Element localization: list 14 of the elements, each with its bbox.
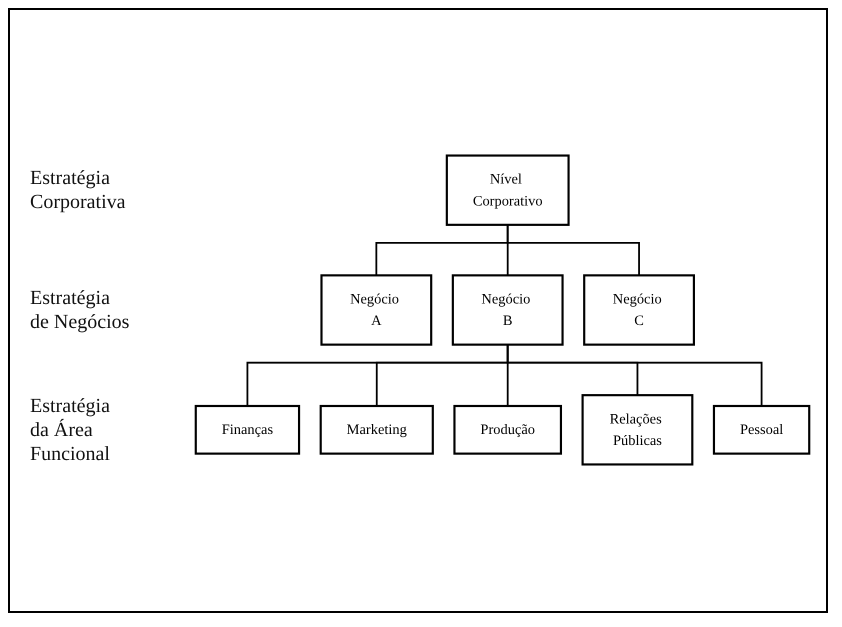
level-label: Estratégia de Negócios [30, 286, 130, 334]
level-label: Estratégia Corporativa [30, 166, 127, 214]
level-label: Estratégia da Área Funcional [30, 394, 111, 466]
node-box: Negócio A [320, 274, 432, 346]
node-box: Finanças [194, 404, 300, 455]
node-box: Negócio C [583, 274, 695, 346]
connector [506, 224, 640, 276]
node-box: Relações Públicas [582, 394, 694, 466]
node-box: Produção [453, 404, 562, 455]
node-box: Nível Corporativo [446, 154, 570, 226]
connector [506, 344, 762, 406]
node-box: Marketing [320, 404, 434, 455]
node-box: Negócio B [452, 274, 564, 346]
node-box: Pessoal [712, 404, 810, 455]
